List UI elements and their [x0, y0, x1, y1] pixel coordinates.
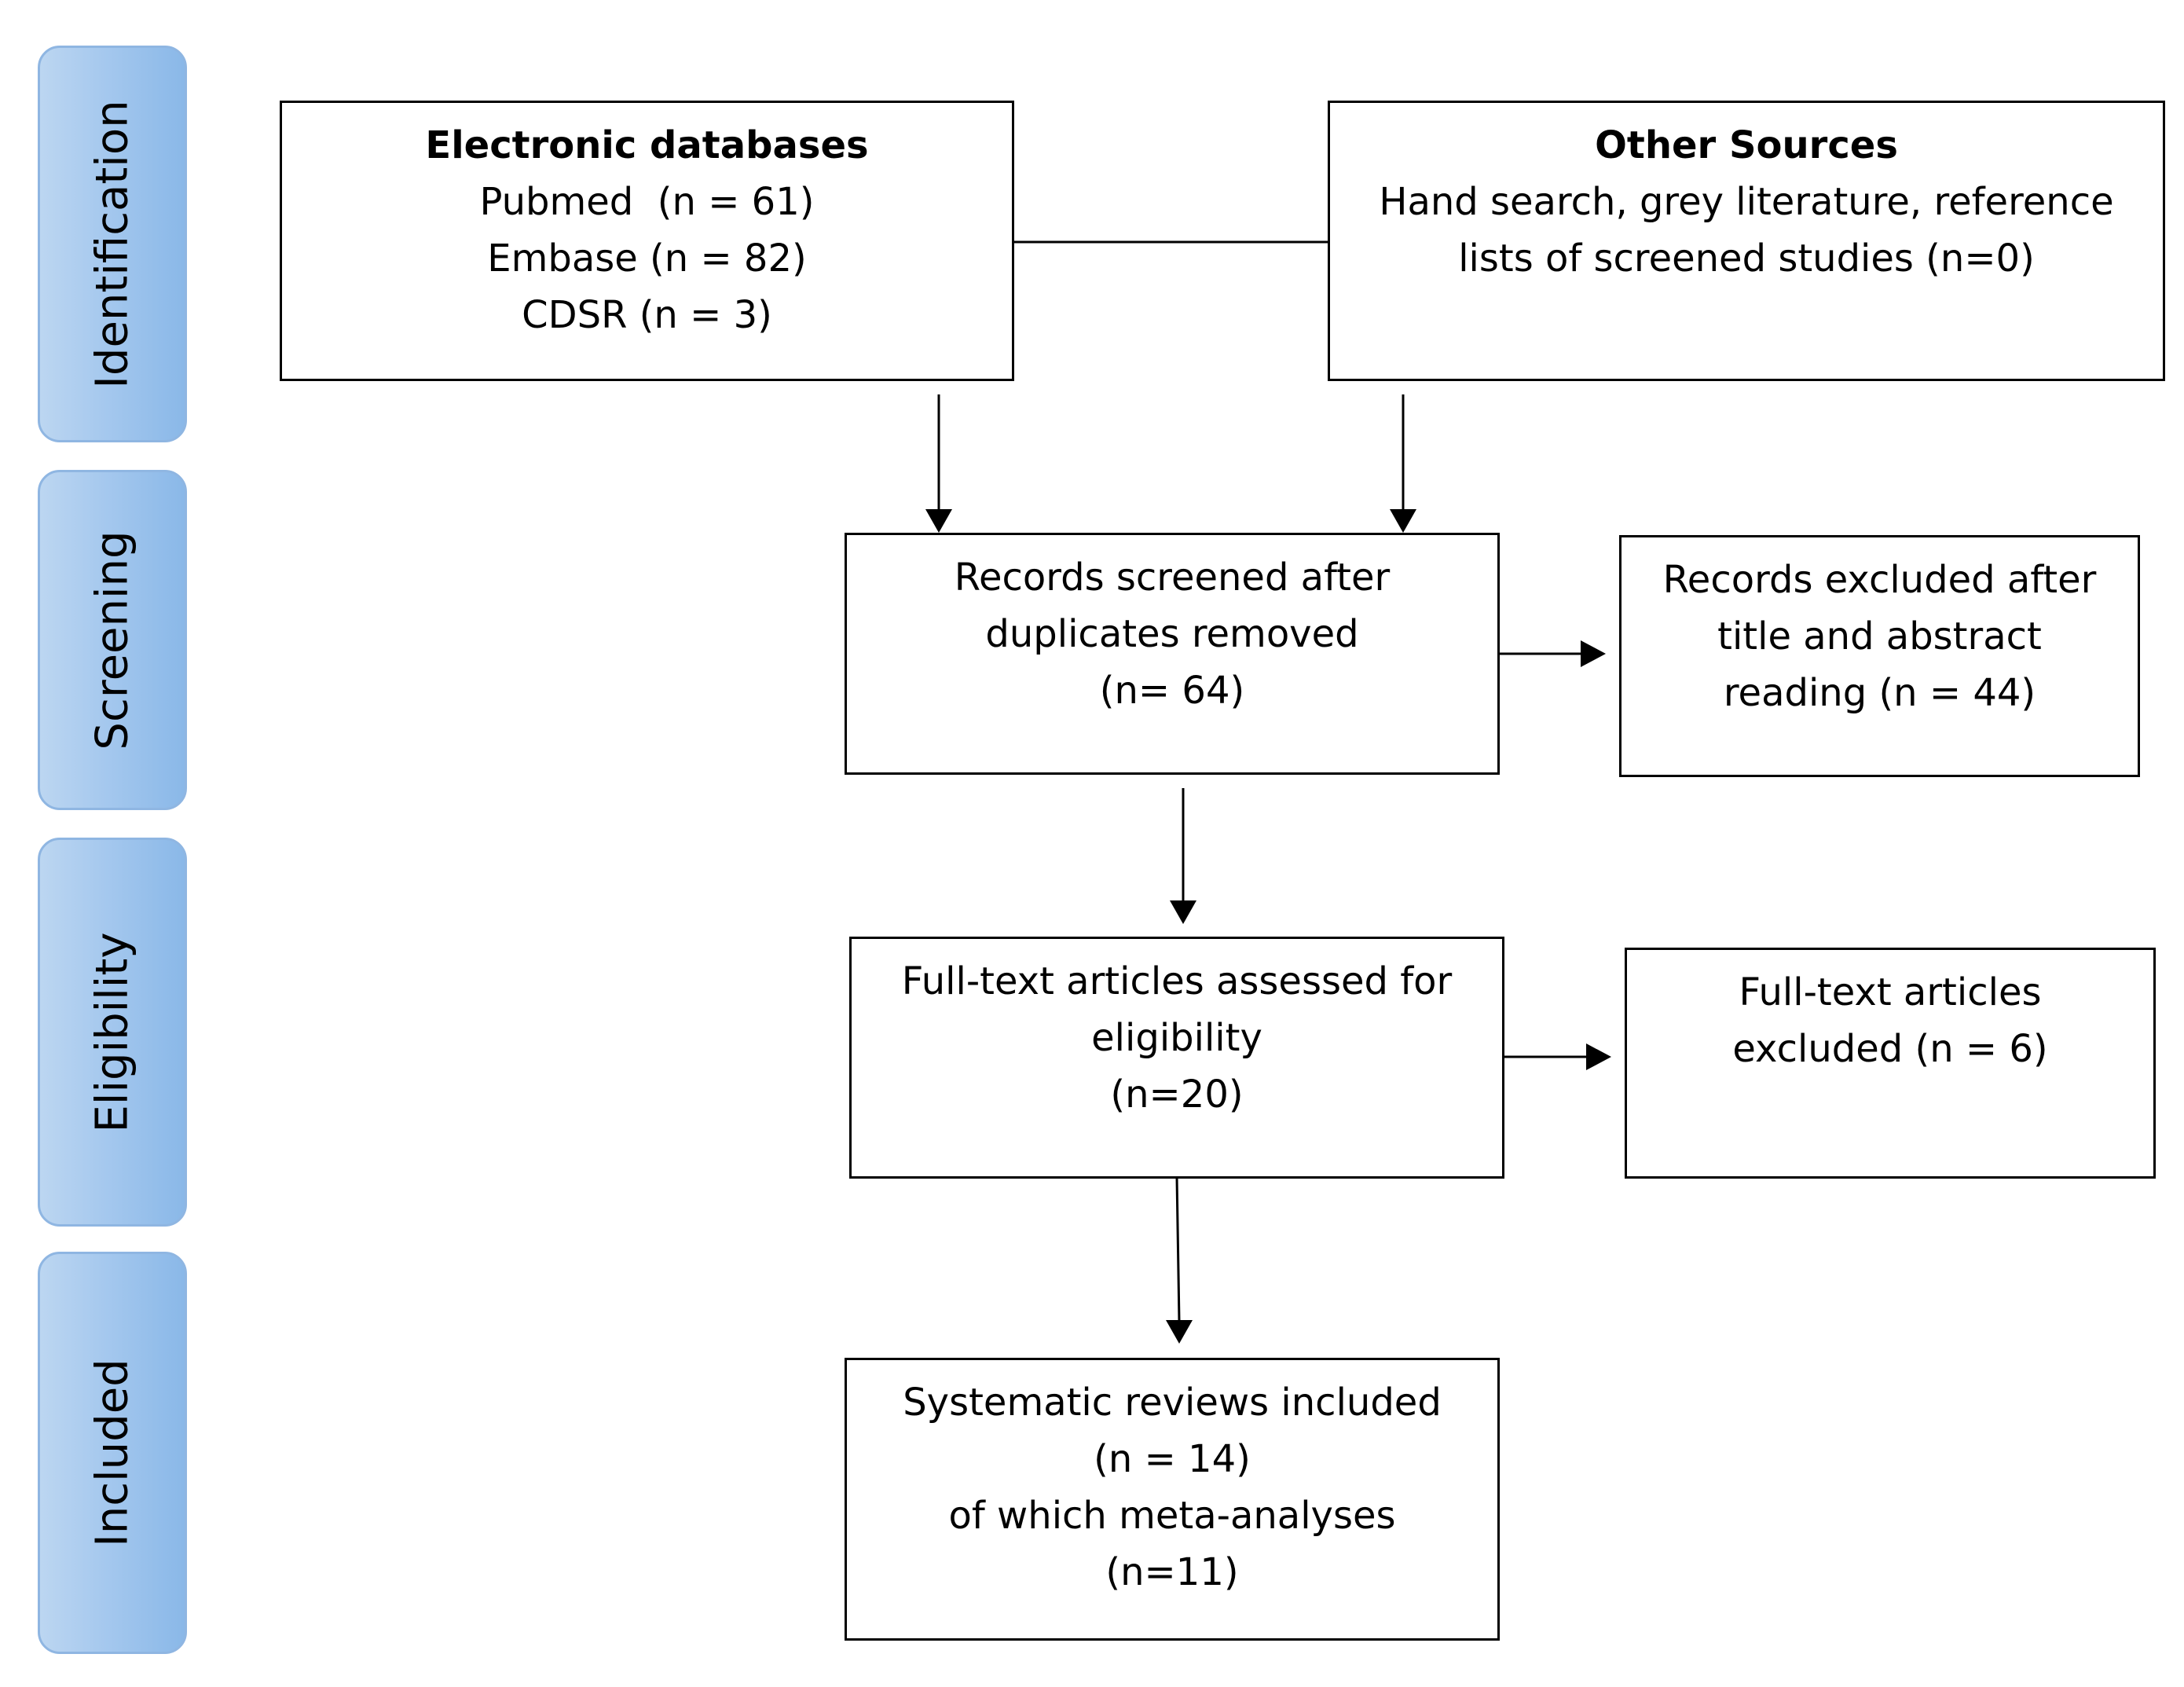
included-reviews-line1: Systematic reviews included — [903, 1381, 1442, 1425]
stage-label-identification: Identification — [38, 46, 187, 442]
stage-label-screening: Screening — [38, 470, 187, 810]
box-fulltext-assessed: Full-text articles assessed for eligibil… — [849, 937, 1504, 1179]
electronic-databases-embase: Embase (n = 82) — [487, 237, 807, 281]
included-reviews-count: (n = 14) — [1094, 1437, 1251, 1481]
fulltext-assessed-line1: Full-text articles assessed for — [901, 959, 1453, 1003]
stage-label-eligibility: Eligibility — [38, 838, 187, 1227]
box-electronic-databases: Electronic databases Pubmed (n = 61) Emb… — [280, 101, 1014, 381]
stage-label-identification-text: Identification — [86, 99, 138, 389]
fulltext-excluded-line1: Full-text articles — [1739, 970, 2042, 1014]
arrowhead-databases-down — [925, 509, 952, 533]
stage-label-included-text: Included — [86, 1359, 138, 1547]
arrowhead-other-sources-down — [1390, 509, 1416, 533]
box-records-excluded: Records excluded after title and abstrac… — [1619, 535, 2140, 777]
arrowhead-screened-down — [1170, 900, 1196, 924]
arrowhead-screened-to-excluded — [1581, 640, 1606, 667]
electronic-databases-cdsr: CDSR (n = 3) — [522, 293, 772, 337]
arrow-fulltext-down — [1175, 1176, 1181, 1322]
arrowhead-fulltext-down — [1166, 1320, 1193, 1344]
included-meta-analyses-line: of which meta-analyses — [948, 1494, 1396, 1538]
fulltext-excluded-count: excluded (n = 6) — [1732, 1027, 2048, 1071]
included-meta-analyses-count: (n=11) — [1105, 1550, 1239, 1594]
other-sources-title: Other Sources — [1595, 123, 1898, 167]
records-excluded-line2: title and abstract — [1717, 614, 2042, 658]
box-records-screened: Records screened after duplicates remove… — [845, 533, 1500, 775]
fulltext-assessed-line2: eligibility — [1091, 1016, 1262, 1060]
stage-label-screening-text: Screening — [86, 530, 138, 750]
box-fulltext-excluded: Full-text articles excluded (n = 6) — [1625, 948, 2156, 1179]
stage-label-eligibility-text: Eligibility — [86, 932, 138, 1132]
arrowhead-fulltext-to-excluded — [1586, 1043, 1611, 1070]
other-sources-line2: lists of screened studies (n=0) — [1458, 237, 2035, 281]
electronic-databases-title: Electronic databases — [425, 123, 869, 167]
records-excluded-count: reading (n = 44) — [1723, 671, 2036, 715]
electronic-databases-pubmed: Pubmed (n = 61) — [479, 180, 815, 224]
stage-label-included: Included — [38, 1252, 187, 1654]
records-excluded-line1: Records excluded after — [1662, 558, 2097, 602]
box-included-reviews: Systematic reviews included (n = 14) of … — [845, 1358, 1500, 1641]
records-screened-count: (n= 64) — [1099, 669, 1245, 713]
box-other-sources: Other Sources Hand search, grey literatu… — [1328, 101, 2165, 381]
records-screened-line2: duplicates removed — [985, 612, 1359, 656]
other-sources-line1: Hand search, grey literature, reference — [1379, 180, 2114, 224]
fulltext-assessed-count: (n=20) — [1110, 1073, 1244, 1117]
records-screened-line1: Records screened after — [954, 556, 1391, 600]
